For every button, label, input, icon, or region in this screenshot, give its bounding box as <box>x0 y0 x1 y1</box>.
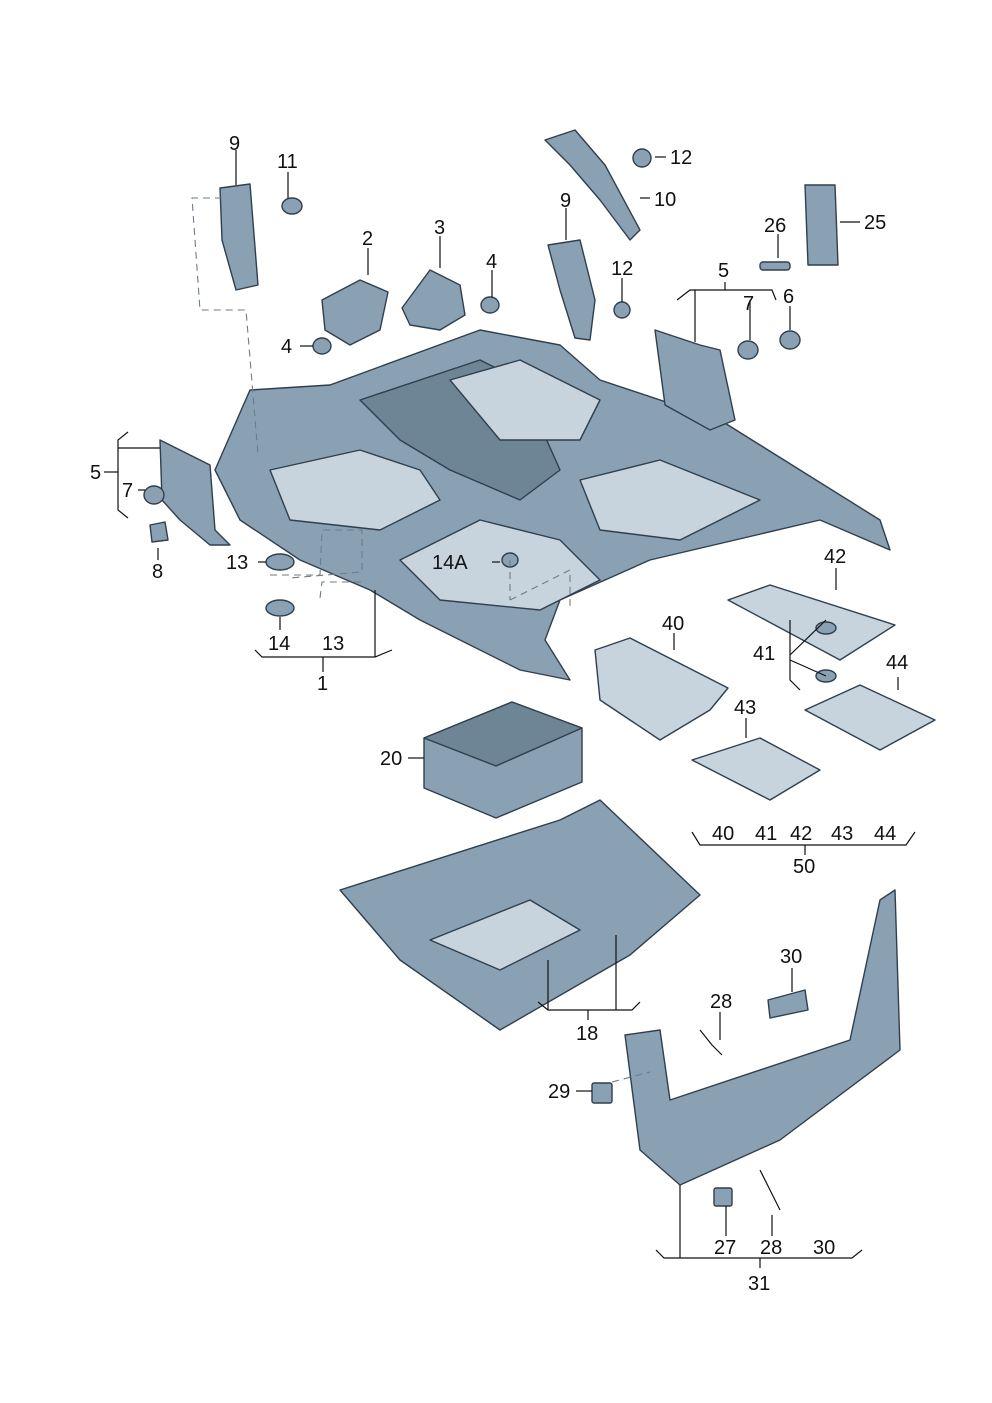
trim-part-25 <box>804 184 839 266</box>
floor-mat-part-43 <box>691 737 821 801</box>
label-4-left: 4 <box>281 336 292 358</box>
cable-part-28-lower <box>759 1169 781 1211</box>
floor-carpet <box>214 329 891 681</box>
label-42: 42 <box>824 546 846 568</box>
floor-mat-part-40 <box>594 637 729 741</box>
label-10: 10 <box>654 189 676 211</box>
label-43: 43 <box>734 697 756 719</box>
label-26: 26 <box>764 215 786 237</box>
label-12-top: 12 <box>670 147 692 169</box>
label-31: 31 <box>748 1273 770 1295</box>
group-label-43: 43 <box>831 823 853 845</box>
label-41: 41 <box>753 643 775 665</box>
label-9-right: 9 <box>560 190 571 212</box>
clip-part-6 <box>779 330 801 350</box>
trunk-floor-part-18 <box>339 799 701 1031</box>
leader-lines <box>104 150 916 1268</box>
label-5-right: 5 <box>718 260 729 282</box>
label-9-left: 9 <box>229 133 240 155</box>
label-7-right: 7 <box>743 293 754 315</box>
clip-part-4-left <box>312 337 332 355</box>
heel-pad-part-2 <box>321 279 389 346</box>
label-40: 40 <box>662 613 684 635</box>
heel-pad-part-3 <box>401 269 466 331</box>
rear-trim-panel-part-31 <box>624 889 901 1186</box>
label-14: 14 <box>268 633 290 655</box>
reference-lines <box>191 197 651 1083</box>
screw-part-26 <box>759 261 791 271</box>
fastener-part-14 <box>265 599 295 617</box>
storage-box-part-20 <box>423 701 583 819</box>
clip-part-11 <box>281 197 303 215</box>
bracket-part-9-right <box>547 239 596 341</box>
label-13-lower: 13 <box>322 633 344 655</box>
label-8: 8 <box>152 561 163 583</box>
clip-part-7-left <box>143 485 165 505</box>
group-label-44: 44 <box>874 823 896 845</box>
label-4-right: 4 <box>486 251 497 273</box>
label-30-upper: 30 <box>780 946 802 968</box>
label-29: 29 <box>548 1081 570 1103</box>
cable-part-28-upper <box>699 1029 723 1056</box>
group-label-42: 42 <box>790 823 812 845</box>
label-12-mid: 12 <box>611 258 633 280</box>
label-2: 2 <box>362 228 373 250</box>
nut-part-12-top <box>632 148 652 168</box>
label-50: 50 <box>793 856 815 878</box>
clip-part-8 <box>149 521 169 543</box>
clip-part-29 <box>591 1082 613 1104</box>
label-25: 25 <box>864 212 886 234</box>
group-label-40: 40 <box>712 823 734 845</box>
cover-part-5-left <box>159 439 231 546</box>
callout-labels: 9 11 2 3 4 4 12 10 9 12 26 25 5 7 6 5 7 … <box>90 133 908 1295</box>
cover-part-5-right <box>654 329 736 431</box>
label-44: 44 <box>886 652 908 674</box>
label-20: 20 <box>380 748 402 770</box>
label-27: 27 <box>714 1237 736 1259</box>
nut-part-12-mid <box>613 301 631 319</box>
label-28-lower: 28 <box>760 1237 782 1259</box>
label-5-left: 5 <box>90 462 101 484</box>
clip-part-7-right <box>737 340 759 360</box>
clip-part-27 <box>713 1187 733 1207</box>
label-1: 1 <box>317 673 328 695</box>
floor-mat-part-44 <box>804 684 936 751</box>
label-30-lower: 30 <box>813 1237 835 1259</box>
label-28-upper: 28 <box>710 991 732 1013</box>
label-14a: 14A <box>432 552 468 574</box>
group-label-41: 41 <box>755 823 777 845</box>
cover-part-30 <box>767 989 809 1019</box>
label-3: 3 <box>434 217 445 239</box>
floor-mat-part-42 <box>727 584 896 661</box>
clip-part-4-right <box>480 296 500 314</box>
side-trim-part-9-left <box>219 183 259 291</box>
label-18: 18 <box>576 1023 598 1045</box>
label-6: 6 <box>783 286 794 308</box>
label-11: 11 <box>277 151 298 173</box>
trim-part-10 <box>544 129 641 241</box>
fastener-part-41-upper <box>815 621 837 635</box>
fastener-part-13 <box>265 553 295 571</box>
label-7-left: 7 <box>122 480 133 502</box>
label-13-upper: 13 <box>226 552 248 574</box>
